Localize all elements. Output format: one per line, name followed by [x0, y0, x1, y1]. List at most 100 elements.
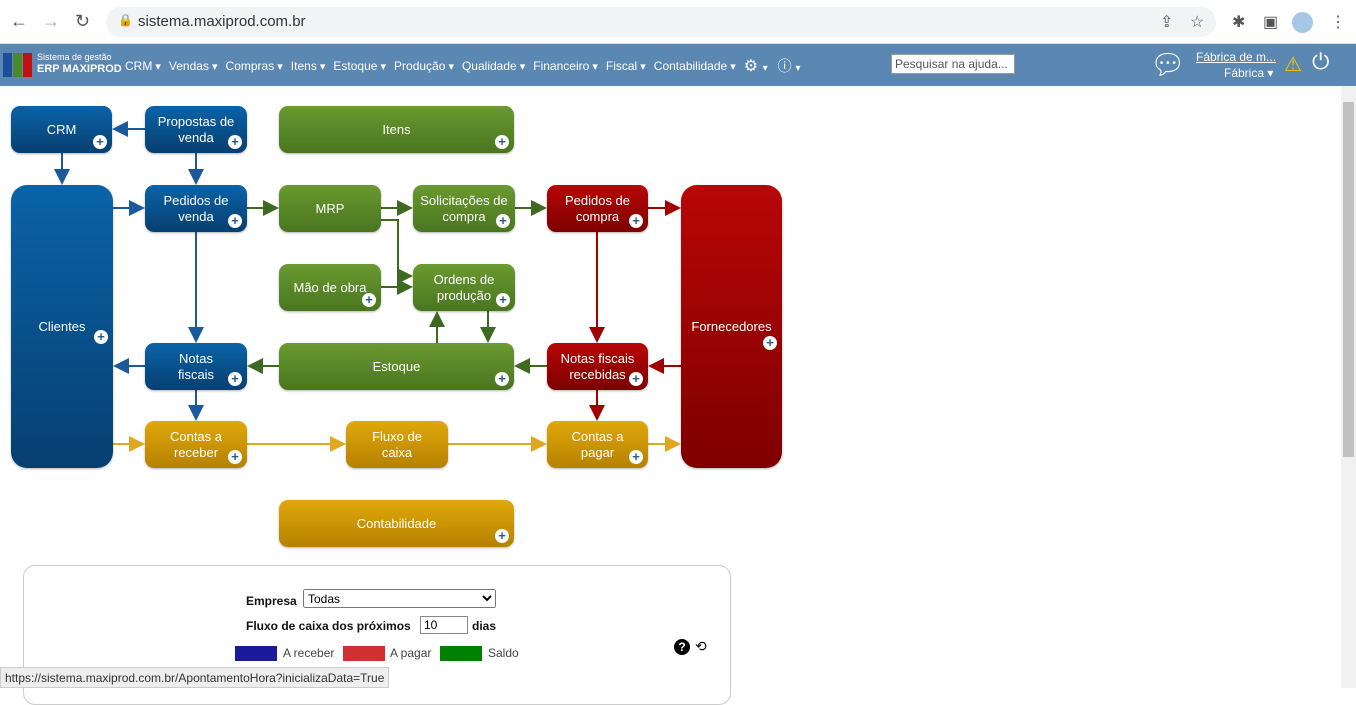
module-clientes[interactable]: Clientes + — [11, 185, 113, 468]
menu-itens[interactable]: Itens — [291, 59, 326, 73]
module-label: Propostas de venda — [157, 113, 235, 145]
menu-producao[interactable]: Produção — [394, 59, 454, 73]
module-itens[interactable]: Itens + — [279, 106, 514, 153]
gear-icon[interactable]: ⚙ ▾ — [743, 58, 768, 75]
plus-icon[interactable]: + — [496, 293, 510, 307]
address-bar[interactable]: 🔒 sistema.maxiprod.com.br — [106, 7, 1216, 37]
flow-arrows — [54, 121, 681, 452]
dias-input[interactable] — [420, 616, 468, 634]
plus-icon[interactable]: + — [93, 135, 107, 149]
module-label: MRP — [315, 200, 345, 216]
plus-icon[interactable]: + — [629, 372, 643, 386]
module-estoque[interactable]: Estoque + — [279, 343, 514, 390]
browser-toolbar: ← → ↻ 🔒 sistema.maxiprod.com.br ⇪ ☆ ✱ ▣ ⋮ — [0, 0, 1356, 44]
star-icon[interactable]: ☆ — [1190, 14, 1205, 31]
menu-contabilidade[interactable]: Contabilidade — [654, 59, 736, 73]
lock-icon: 🔒 — [118, 13, 133, 27]
warning-icon[interactable]: ⚠ — [1284, 54, 1302, 76]
plus-icon[interactable]: + — [228, 372, 242, 386]
profile-avatar[interactable] — [1292, 12, 1313, 33]
scrollbar-thumb[interactable] — [1343, 102, 1354, 457]
menu-qualidade[interactable]: Qualidade — [462, 59, 525, 73]
help-search-input[interactable]: Pesquisar na ajuda... — [891, 54, 1015, 74]
power-icon[interactable]: ⏻ — [1312, 49, 1330, 74]
module-mao-de-obra[interactable]: Mão de obra+ — [279, 264, 381, 311]
company-dropdown[interactable]: Fábrica ▾ — [1224, 66, 1274, 80]
module-label: CRM — [46, 121, 77, 137]
plus-icon[interactable]: + — [228, 135, 242, 149]
url-text: sistema.maxiprod.com.br — [138, 13, 306, 30]
menu-financeiro[interactable]: Financeiro — [533, 59, 598, 73]
module-pedidos-compra[interactable]: Pedidos de compra+ — [547, 185, 648, 232]
help-icon[interactable]: ? — [674, 639, 690, 655]
module-label: Itens — [382, 121, 411, 137]
plus-icon[interactable]: + — [228, 450, 242, 464]
module-propostas[interactable]: Propostas de venda+ — [145, 106, 247, 153]
legend-pagar: A pagar — [390, 646, 432, 660]
extensions-icon[interactable]: ✱ — [1232, 14, 1246, 31]
module-fluxo-caixa[interactable]: Fluxo de caixa — [346, 421, 448, 468]
top-nav: Sistema de gestão ERP MAXIPROD CRM Venda… — [0, 44, 1356, 86]
module-label: Fornecedores — [691, 318, 772, 334]
module-notas-fiscais[interactable]: Notas fiscais + — [145, 343, 247, 390]
plus-icon[interactable]: + — [495, 135, 509, 149]
sidepanel-icon[interactable]: ▣ — [1263, 14, 1279, 31]
plus-icon[interactable]: + — [495, 529, 509, 543]
plus-icon[interactable]: + — [228, 214, 242, 228]
module-contas-receber[interactable]: Contas a receber+ — [145, 421, 247, 468]
plus-icon[interactable]: + — [629, 214, 643, 228]
legend-saldo: Saldo — [488, 646, 519, 660]
plus-icon[interactable]: + — [495, 372, 509, 386]
module-label: Pedidos de venda — [163, 192, 229, 224]
menu-fiscal[interactable]: Fiscal — [606, 59, 646, 73]
module-label: Pedidos de compra — [564, 192, 631, 224]
module-label: Notas fiscais recebidas — [560, 350, 635, 382]
module-label: Mão de obra — [293, 279, 367, 295]
plus-icon[interactable]: + — [763, 336, 777, 350]
back-icon[interactable]: ← — [10, 11, 28, 31]
company-sub: Fábrica — [1224, 66, 1265, 80]
module-label: Clientes — [38, 318, 86, 334]
module-mrp[interactable]: MRP — [279, 185, 381, 232]
module-pedidos-venda[interactable]: Pedidos de venda+ — [145, 185, 247, 232]
brand-title: ERP MAXIPROD — [37, 63, 122, 75]
menu-compras[interactable]: Compras — [226, 59, 283, 73]
logo-icon — [3, 53, 33, 77]
module-label: Notas fiscais — [177, 350, 215, 382]
legend-swatch-pagar — [343, 646, 385, 661]
legend-swatch-saldo — [440, 646, 482, 661]
status-bar: https://sistema.maxiprod.com.br/Apontame… — [0, 667, 390, 688]
module-contas-pagar[interactable]: Contas a pagar+ — [547, 421, 648, 468]
fluxo-label: Fluxo de caixa dos próximos — [246, 619, 411, 633]
empresa-select[interactable]: Todas — [303, 589, 496, 608]
plus-icon[interactable]: + — [629, 450, 643, 464]
reload-icon[interactable]: ↻ — [75, 11, 91, 31]
company-link[interactable]: Fábrica de m... — [1196, 50, 1277, 64]
module-ordens-producao[interactable]: Ordens de produção+ — [413, 264, 515, 311]
help-icon[interactable]: ⓘ ▾ — [777, 58, 801, 74]
plus-icon[interactable]: + — [94, 330, 108, 344]
forward-icon[interactable]: → — [42, 11, 60, 31]
more-icon[interactable]: ⋮ — [1330, 14, 1346, 31]
legend-swatch-receber — [235, 646, 277, 661]
menu-crm[interactable]: CRM — [125, 59, 161, 73]
plus-icon[interactable]: + — [362, 293, 376, 307]
chat-icon[interactable]: 💬︎ — [1150, 49, 1186, 80]
menu-estoque[interactable]: Estoque — [333, 59, 386, 73]
module-crm[interactable]: CRM + — [11, 106, 112, 153]
menu-vendas[interactable]: Vendas — [169, 59, 218, 73]
module-nf-recebidas[interactable]: Notas fiscais recebidas+ — [547, 343, 648, 390]
legend-receber: A receber — [283, 646, 335, 660]
dias-label: dias — [472, 619, 497, 633]
module-label: Estoque — [372, 358, 421, 374]
module-fornecedores[interactable]: Fornecedores + — [681, 185, 782, 468]
refresh-icon[interactable]: ⟲ — [695, 638, 707, 654]
module-label: Solicitações de compra — [420, 192, 508, 224]
module-label: Fluxo de caixa — [372, 428, 422, 460]
module-solicitacoes[interactable]: Solicitações de compra+ — [413, 185, 515, 232]
module-label: Contabilidade — [356, 515, 437, 531]
empresa-label: Empresa — [246, 594, 297, 608]
module-contabilidade[interactable]: Contabilidade + — [279, 500, 514, 547]
share-icon[interactable]: ⇪ — [1160, 14, 1174, 31]
plus-icon[interactable]: + — [496, 214, 510, 228]
